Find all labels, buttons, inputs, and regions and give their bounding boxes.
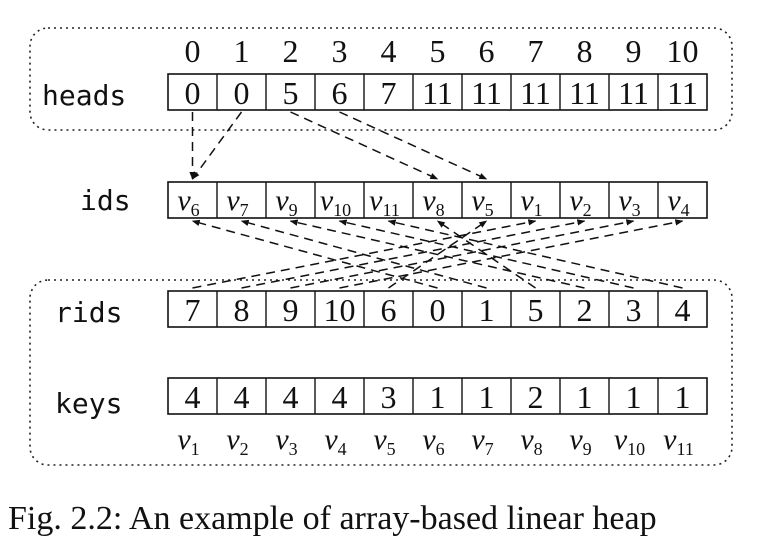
rids-cell-5: 0 (430, 292, 446, 328)
rids-cell-1: 8 (234, 292, 250, 328)
heads-pointer-arrow (290, 111, 439, 180)
index-label-0: 0 (185, 33, 201, 69)
keys-array-frame (167, 377, 708, 415)
rids-cell-0: 7 (185, 292, 201, 328)
rids-pointer-arrow (241, 219, 586, 289)
vertex-labels: v1 v2 v3 v4 v5 v6 v7 v8 v9 v10 v11 (177, 423, 694, 459)
heads-cell-5: 11 (422, 75, 453, 111)
rids-pointer-arrow (191, 219, 438, 289)
heads-cell-4: 7 (381, 75, 397, 111)
rids-cell-10: 4 (675, 292, 691, 328)
heads-cell-3: 6 (332, 75, 348, 111)
rids-pointer-arrow (192, 219, 537, 289)
rids-cell-4: 6 (381, 292, 397, 328)
rids-cell-7: 5 (528, 292, 544, 328)
keys-cell-8: 1 (577, 379, 593, 415)
index-label-8: 8 (577, 33, 593, 69)
index-label-1: 1 (234, 33, 250, 69)
rids-cell-8: 2 (577, 292, 593, 328)
rids-pointer-arrow (339, 219, 684, 289)
rids-cell-9: 3 (626, 292, 642, 328)
keys-cell-1: 4 (234, 379, 250, 415)
rids-cell-6: 1 (479, 292, 495, 328)
ids-cell-9: v3 (618, 184, 640, 220)
vertex-label-5: v6 (422, 423, 444, 459)
index-label-6: 6 (479, 33, 495, 69)
heads-cell-7: 11 (520, 75, 551, 111)
ids-cell-8: v2 (569, 184, 591, 220)
rids-cell-2: 9 (283, 292, 299, 328)
vertex-label-6: v7 (471, 423, 493, 459)
ids-cell-6: v5 (471, 184, 493, 220)
rids-pointer-arrow (290, 219, 635, 289)
rids-cell-3: 10 (324, 292, 356, 328)
rids-pointer-arrow (240, 219, 487, 289)
ids-cell-0: v6 (177, 184, 199, 220)
heads-cell-6: 11 (471, 75, 502, 111)
heads-label: heads (42, 79, 126, 112)
ids-cell-7: v1 (520, 184, 542, 220)
vertex-label-10: v11 (663, 423, 694, 459)
heads-array-frame (167, 73, 708, 111)
heads-pointer-arrow (191, 111, 243, 180)
rids-pointer-arrow (387, 219, 683, 289)
ids-array-frame (167, 181, 708, 219)
index-label-2: 2 (283, 33, 299, 69)
heads-cell-9: 11 (618, 75, 649, 111)
keys-cell-4: 3 (381, 379, 397, 415)
index-label-10: 10 (667, 33, 699, 69)
index-label-7: 7 (528, 33, 544, 69)
vertex-label-0: v1 (177, 423, 199, 459)
ids-label: ids (80, 184, 131, 217)
rids-array-frame (167, 290, 708, 328)
keys-cell-3: 4 (332, 379, 348, 415)
ids-cell-4: v11 (369, 184, 400, 220)
vertex-label-8: v9 (569, 423, 591, 459)
rids-pointer-arrow (388, 220, 488, 289)
heads-cell-8: 11 (569, 75, 600, 111)
vertex-label-7: v8 (520, 423, 542, 459)
keys-cell-5: 1 (430, 379, 446, 415)
keys-cell-10: 1 (675, 379, 691, 415)
heads-cell-2: 5 (283, 75, 299, 111)
heads-group-box (29, 27, 733, 131)
pointer-arrows (189, 111, 684, 289)
ids-cell-5: v8 (422, 184, 444, 220)
vertex-label-4: v5 (373, 423, 395, 459)
keys-cell-7: 2 (528, 379, 544, 415)
vertex-label-9: v10 (614, 423, 645, 459)
heads-cell-10: 11 (667, 75, 698, 111)
vertex-label-2: v3 (275, 423, 297, 459)
ids-cell-1: v7 (226, 184, 248, 220)
index-label-5: 5 (430, 33, 446, 69)
keys-cell-2: 4 (283, 379, 299, 415)
index-label-3: 3 (332, 33, 348, 69)
heads-cell-0: 0 (185, 75, 201, 111)
rids-pointer-arrow (289, 219, 585, 289)
ids-cell-10: v4 (667, 184, 689, 220)
rids-keys-group-box (29, 279, 733, 466)
heads-pointer-arrow (339, 111, 488, 180)
index-label-4: 4 (381, 33, 397, 69)
keys-cell-6: 1 (479, 379, 495, 415)
vertex-label-3: v4 (324, 423, 346, 459)
ids-cell-3: v10 (320, 184, 351, 220)
ids-cell-2: v9 (275, 184, 297, 220)
keys-cell-9: 1 (626, 379, 642, 415)
ids-array: v6 v7 v9 v10 v11 v8 v5 v1 v2 v3 v4 (167, 181, 708, 220)
rids-pointer-arrow (338, 219, 634, 289)
keys-label: keys (55, 387, 122, 420)
rids-pointer-arrow (436, 220, 536, 289)
heads-cell-1: 0 (234, 75, 250, 111)
keys-cell-0: 4 (185, 379, 201, 415)
index-label-9: 9 (626, 33, 642, 69)
vertex-label-1: v2 (226, 423, 248, 459)
rids-label: rids (55, 296, 122, 329)
figure-caption: Fig. 2.2: An example of array-based line… (8, 500, 657, 537)
